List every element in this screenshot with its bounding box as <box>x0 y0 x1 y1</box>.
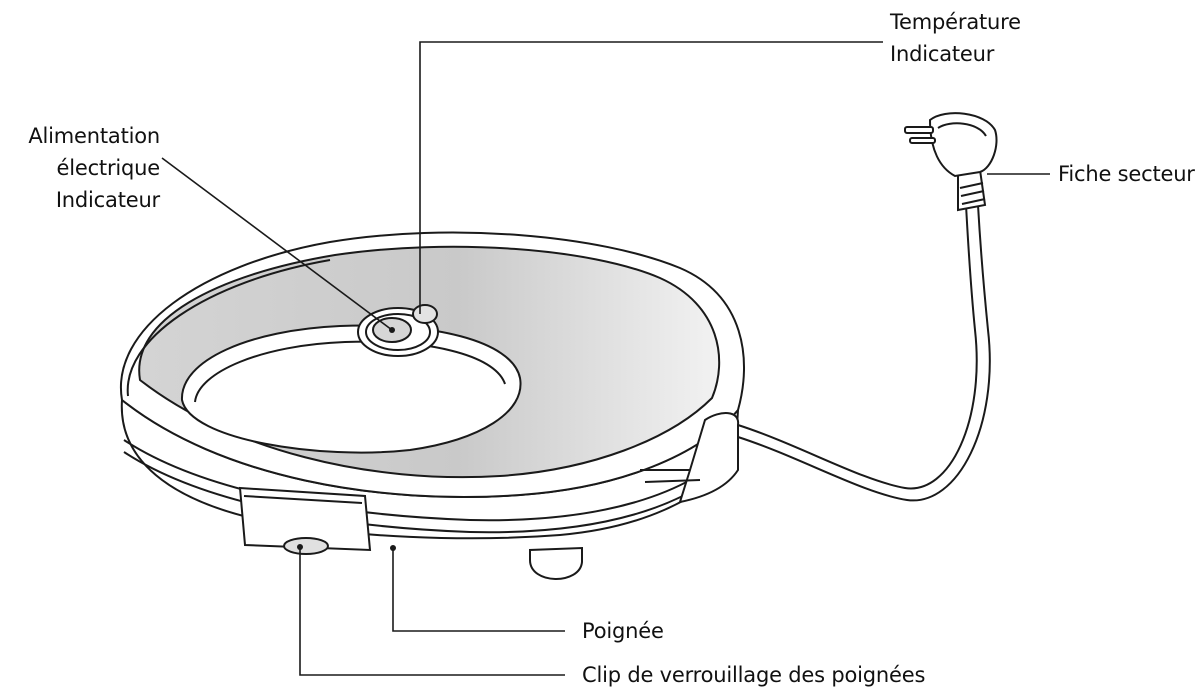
leader-handle <box>392 548 565 632</box>
label-power-line-2: électrique <box>56 156 161 180</box>
label-temperature-indicator: Température Indicateur <box>890 6 1021 70</box>
leader-power <box>161 157 393 331</box>
leader-clip <box>299 547 565 676</box>
label-power-indicator: Alimentation électrique Indicateur <box>6 120 160 216</box>
label-handle: Poignée <box>582 619 664 643</box>
label-power-line-1: Alimentation <box>28 124 160 148</box>
leader-temperature <box>419 41 883 314</box>
leader-end-dots <box>297 327 396 551</box>
label-temperature-line-1: Température <box>890 10 1021 34</box>
label-handle-lock-clip: Clip de verrouillage des poignées <box>582 663 926 687</box>
label-mains-plug: Fiche secteur <box>1058 162 1195 186</box>
power-cord <box>737 204 991 502</box>
label-power-line-3: Indicateur <box>55 188 160 212</box>
label-temperature-line-2: Indicateur <box>890 42 995 66</box>
leader-lines <box>161 41 1050 676</box>
sandwich-maker-body <box>119 231 745 580</box>
mains-plug-drawing <box>904 112 998 212</box>
